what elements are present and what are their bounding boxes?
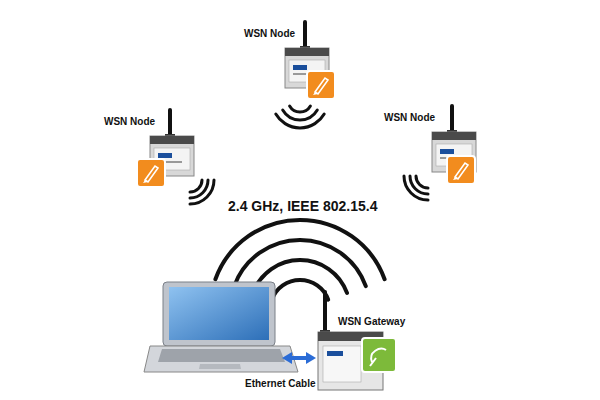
wsn-node: WSN Node [244, 28, 336, 128]
radio-waves [276, 106, 324, 128]
radio-waves [190, 180, 214, 204]
frequency-label: 2.4 GHz, IEEE 802.15.4 [228, 198, 377, 214]
device-label: WSN Node [104, 116, 155, 128]
device-label: WSN Node [384, 112, 435, 124]
device-label: WSN Gateway [338, 316, 405, 328]
ethernet-arrow [282, 352, 316, 364]
gateway-device [318, 290, 396, 390]
node-icon [447, 156, 475, 184]
device-label: WSN Node [244, 28, 295, 40]
node-icon [307, 71, 335, 99]
laptop [144, 282, 298, 372]
node-icon [137, 159, 165, 187]
wsn-node: WSN Node [384, 112, 480, 207]
wsn-gateway: WSN Gateway [316, 286, 410, 392]
cable-label: Ethernet Cable [245, 378, 316, 389]
radio-waves [404, 176, 428, 200]
wsn-node: WSN Node [104, 116, 214, 211]
